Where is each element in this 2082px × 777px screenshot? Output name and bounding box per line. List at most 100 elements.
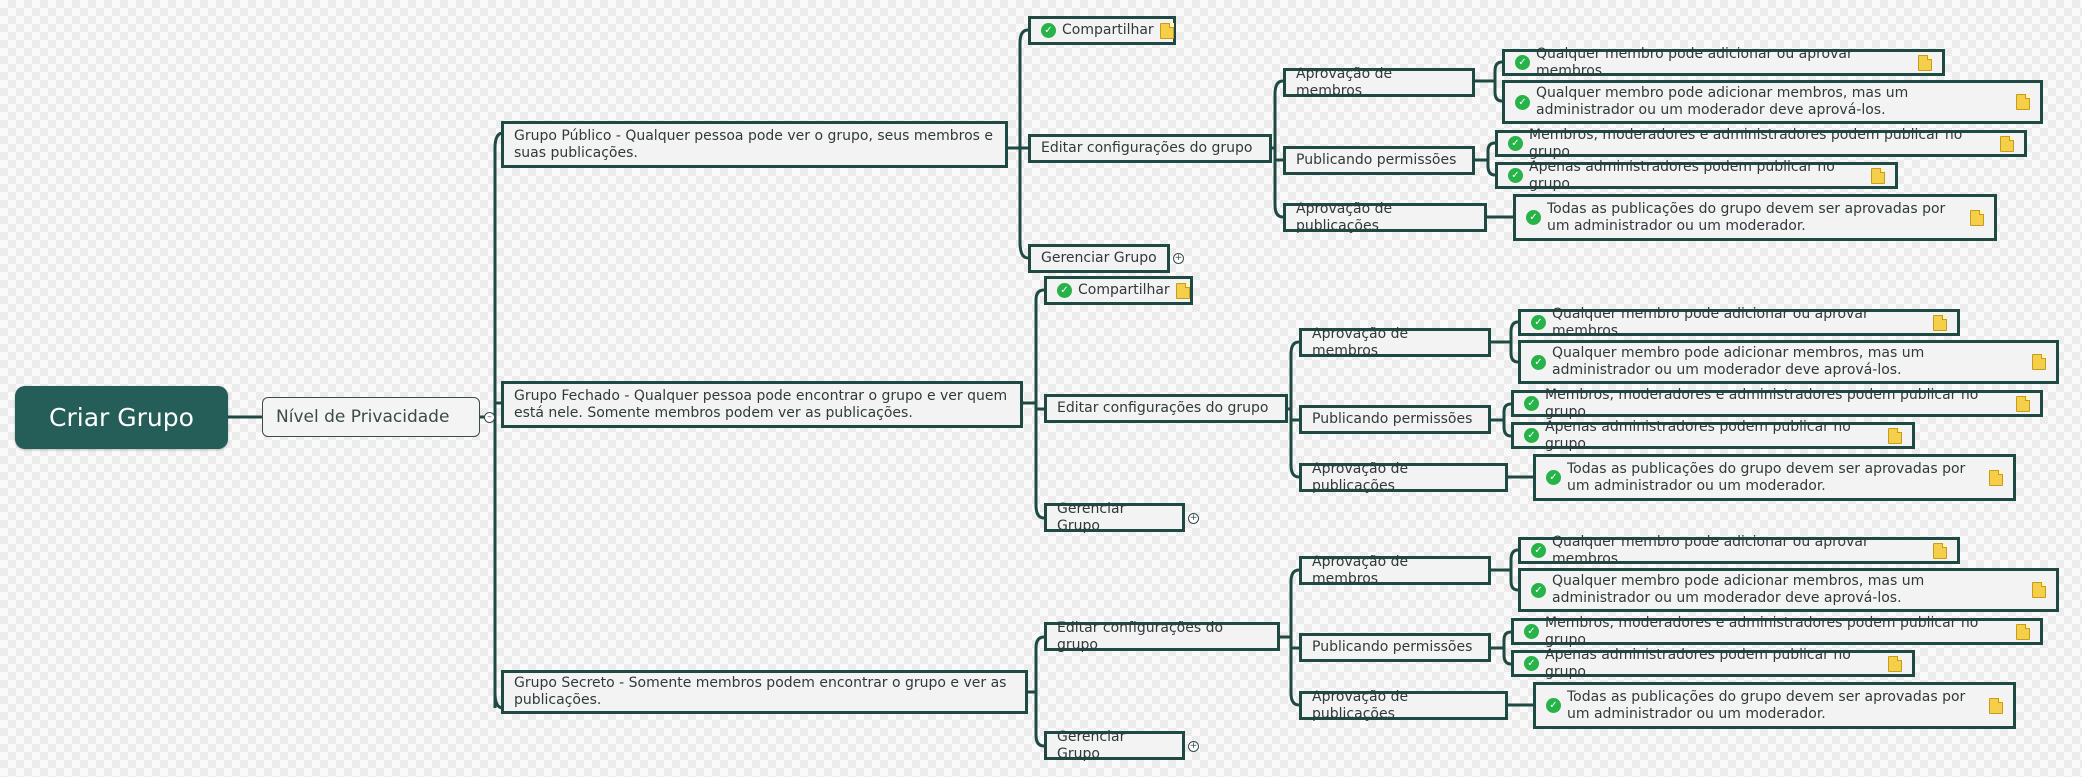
node-label: Apenas administradores podem publicar no… [1529, 158, 1835, 192]
option-node[interactable]: ✓ Membros, moderadores e administradores… [1511, 387, 2043, 420]
note-icon[interactable] [2000, 135, 2014, 152]
expand-plus-icon[interactable]: + [1188, 741, 1199, 752]
edit-settings-node[interactable]: Editar configurações do grupo [1028, 134, 1272, 163]
option-node[interactable]: ✓ Apenas administradores podem publicar … [1511, 419, 1915, 452]
option-node[interactable]: ✓ Membros, moderadores e administradores… [1495, 127, 2027, 160]
check-icon: ✓ [1531, 582, 1546, 598]
group-public-node[interactable]: Grupo Público - Qualquer pessoa pode ver… [501, 121, 1008, 168]
manage-group-node[interactable]: Gerenciar Grupo [1044, 501, 1185, 534]
note-icon[interactable] [2032, 354, 2046, 370]
node-label: Todas as publicações do grupo devem ser … [1567, 460, 1966, 494]
member-approval-node[interactable]: Aprovação de membros [1283, 66, 1475, 99]
check-icon: ✓ [1546, 470, 1561, 485]
node-label: Membros, moderadores e administradores p… [1545, 386, 1979, 420]
note-icon[interactable] [2016, 623, 2030, 640]
option-node[interactable]: ✓ Qualquer membro pode adicionar membros… [1518, 340, 2059, 384]
check-icon: ✓ [1524, 428, 1539, 443]
group-secret-node[interactable]: Grupo Secreto - Somente membros podem en… [501, 670, 1028, 714]
edit-settings-node[interactable]: Editar configurações do grupo [1044, 620, 1280, 653]
check-icon: ✓ [1526, 210, 1541, 225]
note-icon[interactable] [1933, 314, 1947, 331]
expand-plus-icon[interactable]: + [1188, 513, 1199, 524]
check-icon: ✓ [1524, 656, 1539, 671]
option-node[interactable]: ✓ Qualquer membro pode adicionar membros… [1502, 80, 2043, 124]
manage-group-node[interactable]: Gerenciar Grupo [1044, 728, 1185, 762]
posting-permissions-node[interactable]: Publicando permissões [1283, 146, 1475, 175]
privacy-label: Nível de Privacidade [276, 407, 450, 427]
check-icon: ✓ [1531, 354, 1546, 370]
option-node[interactable]: ✓ Todas as publicações do grupo devem se… [1513, 194, 1997, 241]
node-label: Qualquer membro pode adicionar membros, … [1536, 85, 1909, 118]
note-icon[interactable] [1159, 22, 1174, 39]
note-icon[interactable] [1970, 209, 1984, 226]
group-closed-node[interactable]: Grupo Fechado - Qualquer pessoa pode enc… [501, 381, 1023, 428]
manage-group-node[interactable]: Gerenciar Grupo [1028, 244, 1170, 273]
node-label: Aprovação de publicações [1296, 200, 1393, 234]
node-label: Apenas administradores podem publicar no… [1545, 418, 1851, 452]
node-label: Compartilhar [1078, 282, 1170, 298]
node-label: Grupo Público - Qualquer pessoa pode ver… [514, 127, 994, 161]
node-label: Aprovação de publicações [1312, 688, 1409, 722]
node-label: Qualquer membro pode adicionar membros, … [1552, 573, 1925, 606]
option-node[interactable]: ✓ Qualquer membro pode adicionar ou apro… [1502, 46, 1945, 79]
expand-plus-icon[interactable]: + [1173, 253, 1184, 264]
node-label: Qualquer membro pode adicionar ou aprova… [1536, 45, 1853, 79]
node-label: Grupo Secreto - Somente membros podem en… [514, 675, 1007, 708]
note-icon[interactable] [1888, 427, 1902, 444]
member-approval-node[interactable]: Aprovação de membros [1299, 325, 1491, 359]
node-label: Publicando permissões [1296, 152, 1457, 168]
option-node[interactable]: ✓ Qualquer membro pode adicionar ou apro… [1518, 534, 1960, 567]
check-icon: ✓ [1531, 315, 1546, 330]
edit-settings-node[interactable]: Editar configurações do grupo [1044, 394, 1288, 423]
node-label: Publicando permissões [1312, 639, 1473, 655]
note-icon[interactable] [1175, 282, 1190, 299]
check-icon: ✓ [1546, 698, 1561, 713]
post-approval-node[interactable]: Aprovação de publicações [1299, 688, 1508, 722]
check-icon: ✓ [1057, 283, 1072, 298]
root-node[interactable]: Criar Grupo [15, 386, 228, 449]
node-label: Compartilhar [1062, 22, 1154, 38]
note-icon[interactable] [2032, 582, 2046, 598]
check-icon: ✓ [1524, 624, 1539, 639]
note-icon[interactable] [1989, 697, 2003, 714]
share-node[interactable]: ✓ Compartilhar [1028, 16, 1176, 45]
node-label: Gerenciar Grupo [1057, 728, 1126, 762]
privacy-level-node[interactable]: Nível de Privacidade [262, 397, 480, 437]
post-approval-node[interactable]: Aprovação de publicações [1283, 200, 1487, 234]
option-node[interactable]: ✓ Apenas administradores podem publicar … [1495, 159, 1898, 192]
posting-permissions-node[interactable]: Publicando permissões [1299, 405, 1491, 434]
share-node[interactable]: ✓ Compartilhar [1044, 276, 1193, 305]
node-label: Qualquer membro pode adicionar ou aprova… [1552, 533, 1869, 567]
option-node[interactable]: ✓ Membros, moderadores e administradores… [1511, 615, 2043, 648]
node-label: Aprovação de publicações [1312, 460, 1409, 494]
node-label: Qualquer membro pode adicionar membros, … [1552, 345, 1925, 378]
option-node[interactable]: ✓ Qualquer membro pode adicionar ou apro… [1518, 306, 1960, 339]
node-label: Apenas administradores podem publicar no… [1545, 646, 1851, 680]
check-icon: ✓ [1531, 543, 1546, 558]
posting-permissions-node[interactable]: Publicando permissões [1299, 633, 1491, 662]
check-icon: ✓ [1508, 168, 1523, 183]
check-icon: ✓ [1515, 55, 1530, 70]
note-icon[interactable] [1918, 54, 1932, 71]
note-icon[interactable] [1888, 655, 1902, 672]
check-icon: ✓ [1041, 23, 1056, 38]
note-icon[interactable] [1989, 469, 2003, 486]
node-label: Aprovação de membros [1312, 325, 1409, 359]
node-label: Membros, moderadores e administradores p… [1545, 614, 1979, 648]
check-icon: ✓ [1508, 136, 1523, 151]
expand-toggle-icon[interactable]: – [484, 412, 495, 423]
note-icon[interactable] [1933, 542, 1947, 559]
note-icon[interactable] [2016, 395, 2030, 412]
node-label: Grupo Fechado - Qualquer pessoa pode enc… [514, 387, 1008, 421]
post-approval-node[interactable]: Aprovação de publicações [1299, 460, 1508, 494]
node-label: Publicando permissões [1312, 411, 1473, 427]
note-icon[interactable] [2016, 94, 2030, 110]
option-node[interactable]: ✓ Apenas administradores podem publicar … [1511, 647, 1915, 680]
member-approval-node[interactable]: Aprovação de membros [1299, 553, 1491, 587]
option-node[interactable]: ✓ Todas as publicações do grupo devem se… [1533, 682, 2016, 729]
node-label: Aprovação de membros [1312, 553, 1409, 587]
option-node[interactable]: ✓ Todas as publicações do grupo devem se… [1533, 454, 2016, 501]
note-icon[interactable] [1871, 167, 1885, 184]
option-node[interactable]: ✓ Qualquer membro pode adicionar membros… [1518, 568, 2059, 612]
